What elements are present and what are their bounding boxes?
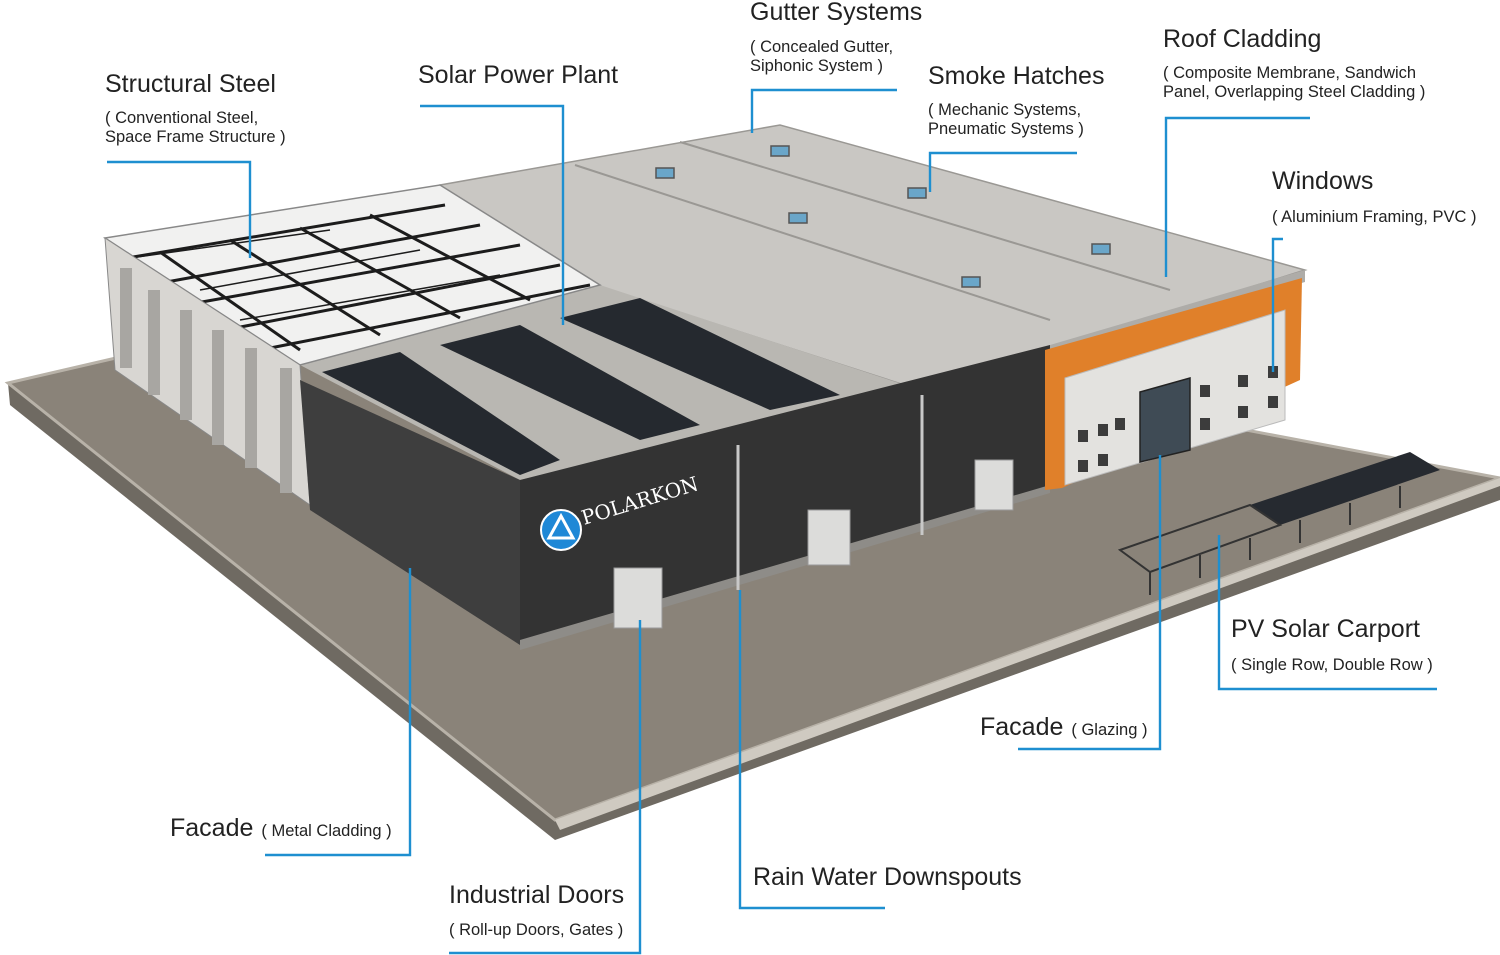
label-title: Rain Water Downspouts <box>753 863 1022 891</box>
label-title: Industrial Doors <box>449 881 625 909</box>
label-title: Gutter Systems <box>750 0 923 26</box>
smoke-hatch <box>1091 243 1111 255</box>
label-subtitle: ( Composite Membrane, Sandwich Panel, Ov… <box>1163 64 1426 101</box>
label-windows: Windows ( Aluminium Framing, PVC ) <box>1272 166 1476 227</box>
label-facade-glazing: Facade ( Glazing ) <box>980 713 1148 742</box>
leader-facade-glazing <box>1018 455 1162 751</box>
label-gutter-systems: Gutter Systems ( Concealed Gutter, Sipho… <box>750 0 922 76</box>
solar-roof <box>300 285 920 480</box>
industrial-door <box>613 567 663 629</box>
leader-smoke-hatches <box>928 151 1077 192</box>
label-title: Smoke Hatches <box>928 62 1105 90</box>
label-smoke-hatches: Smoke Hatches ( Mechanic Systems, Pneuma… <box>928 61 1104 139</box>
office-window <box>1238 375 1248 387</box>
label-rain-water-downspouts: Rain Water Downspouts <box>753 862 1022 892</box>
office-window <box>1098 454 1108 466</box>
label-pv-solar-carport: PV Solar Carport ( Single Row, Double Ro… <box>1231 614 1433 675</box>
smoke-hatch <box>770 145 790 157</box>
logo-triangle-icon <box>546 512 576 540</box>
leader-pv-carport <box>1217 535 1437 691</box>
space-frame <box>102 184 602 366</box>
solar-panel-row <box>440 325 700 440</box>
label-title: Roof Cladding <box>1163 25 1322 53</box>
label-structural-steel: Structural Steel ( Conventional Steel, S… <box>105 69 286 147</box>
label-title: Facade <box>980 713 1064 741</box>
wall-column <box>212 330 224 445</box>
label-subtitle: ( Concealed Gutter, Siphonic System ) <box>750 38 894 75</box>
office-window <box>1098 424 1108 436</box>
wall-column <box>245 348 257 468</box>
roof-gutter-line <box>574 164 1051 321</box>
label-subtitle: ( Metal Cladding ) <box>261 822 392 840</box>
label-title: Structural Steel <box>105 70 276 98</box>
logo-icon <box>540 509 582 551</box>
smoke-hatch <box>907 187 927 199</box>
label-subtitle: ( Glazing ) <box>1071 721 1148 739</box>
carport-frame <box>1117 503 1283 574</box>
glazed-entrance <box>1139 377 1191 463</box>
label-subtitle: ( Aluminium Framing, PVC ) <box>1272 208 1477 226</box>
wall-column <box>120 268 132 368</box>
office-window <box>1078 460 1088 472</box>
label-title: Windows <box>1272 167 1374 195</box>
label-roof-cladding: Roof Cladding ( Composite Membrane, Sand… <box>1163 24 1425 102</box>
roof-gutter-line <box>679 141 1171 291</box>
leader-solar-power-plant <box>420 104 565 325</box>
leader-rain-water <box>738 590 885 910</box>
leader-structural-steel <box>107 160 252 258</box>
label-title: Solar Power Plant <box>418 61 619 89</box>
leader-industrial-doors <box>449 620 642 955</box>
label-subtitle: ( Mechanic Systems, Pneumatic Systems ) <box>928 101 1084 138</box>
leader-lines <box>107 88 1437 955</box>
smoke-hatch <box>961 276 981 288</box>
smoke-hatch <box>788 212 808 224</box>
label-facade-metal: Facade ( Metal Cladding ) <box>170 814 392 843</box>
leader-roof-cladding <box>1164 116 1310 277</box>
label-subtitle: ( Single Row, Double Row ) <box>1231 656 1433 674</box>
solar-panel-row <box>322 352 560 475</box>
label-solar-power-plant: Solar Power Plant <box>418 60 618 90</box>
office-window <box>1268 396 1278 408</box>
label-subtitle: ( Conventional Steel, Space Frame Struct… <box>105 109 286 146</box>
leader-facade-metal <box>265 568 412 857</box>
office-window <box>1078 430 1088 442</box>
wall-column <box>180 310 192 420</box>
smoke-hatch <box>655 167 675 179</box>
label-title: Facade <box>170 814 254 842</box>
office-block <box>1045 270 1305 490</box>
office-window <box>1200 385 1210 397</box>
leader-windows <box>1271 237 1283 372</box>
label-title: PV Solar Carport <box>1231 615 1420 643</box>
office-window <box>1115 418 1125 430</box>
dark-facade-front <box>300 380 520 645</box>
left-open-wall <box>104 237 311 507</box>
label-industrial-doors: Industrial Doors ( Roll-up Doors, Gates … <box>449 880 624 940</box>
industrial-door <box>974 459 1014 511</box>
carport-panel-row <box>1250 452 1440 525</box>
ground-slab-highlight <box>555 478 1500 830</box>
leader-gutter-systems <box>750 88 897 133</box>
label-subtitle: ( Roll-up Doors, Gates ) <box>449 921 624 939</box>
wall-column <box>148 290 160 395</box>
office-window <box>1238 406 1248 418</box>
industrial-door <box>807 509 851 566</box>
office-window <box>1200 418 1210 430</box>
pv-carport <box>1117 452 1440 595</box>
wall-column <box>280 368 292 493</box>
front-facade: POLARKON <box>300 345 1050 650</box>
solar-panel-row <box>560 298 840 410</box>
